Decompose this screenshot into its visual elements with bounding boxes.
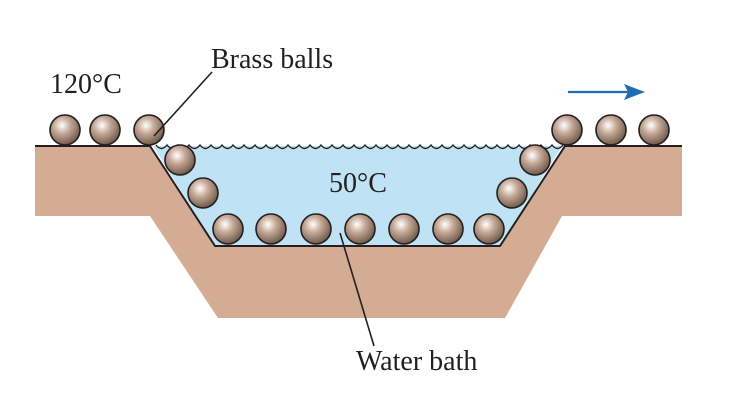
water-bath-label: Water bath <box>356 346 477 377</box>
brass-ball <box>255 213 287 245</box>
brass-ball <box>344 213 376 245</box>
brass-ball <box>300 213 332 245</box>
hot-temperature-label: 120°C <box>50 69 122 100</box>
brass-ball <box>496 177 528 209</box>
water-surface <box>155 143 564 150</box>
brass-ball <box>388 213 420 245</box>
brass-ball <box>432 213 464 245</box>
brass-ball <box>164 144 196 176</box>
brass-balls-label: Brass balls <box>211 44 333 75</box>
brass-ball <box>595 114 627 146</box>
brass-ball <box>551 114 583 146</box>
ground-trench <box>35 146 682 318</box>
brass-ball <box>519 144 551 176</box>
bath-temperature-label: 50°C <box>329 168 387 199</box>
brass-balls-group <box>49 114 670 245</box>
arrow-right-icon <box>568 84 645 100</box>
trench-outline <box>35 145 682 247</box>
brass-ball <box>473 213 505 245</box>
brass-ball <box>49 114 81 146</box>
brass-ball <box>89 114 121 146</box>
brass-ball <box>212 213 244 245</box>
brass-ball <box>187 177 219 209</box>
brass-ball <box>638 114 670 146</box>
water-bath-leader <box>339 232 375 347</box>
brass-balls-leader <box>153 71 213 137</box>
brass-ball <box>133 114 165 146</box>
